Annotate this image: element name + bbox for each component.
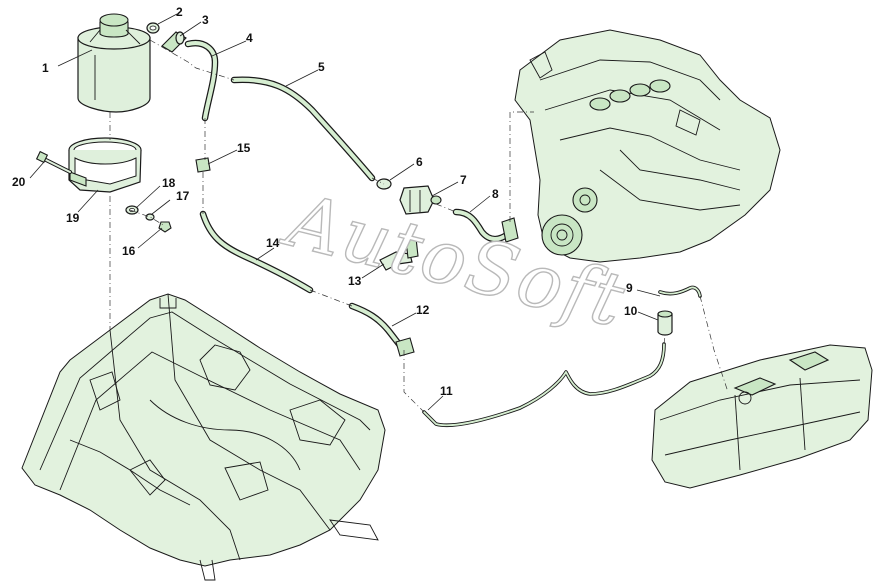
callout-14: 14 <box>266 236 280 250</box>
front-body-frame <box>21 293 386 581</box>
connector-part-15 <box>195 157 211 173</box>
hose-part-4 <box>184 39 219 122</box>
hose-part-14 <box>199 210 314 294</box>
callout-16: 16 <box>122 244 136 258</box>
callout-9: 9 <box>626 281 633 295</box>
callout-labels: 1 2 3 4 5 6 7 8 9 10 11 12 13 14 15 16 1… <box>12 5 638 398</box>
engine-assembly <box>514 29 781 263</box>
hose-part-5 <box>230 76 376 182</box>
valve-part-7 <box>399 185 442 215</box>
callout-18: 18 <box>162 176 176 190</box>
callout-2: 2 <box>176 5 183 19</box>
callout-8: 8 <box>492 187 499 201</box>
bracket-part-13 <box>379 237 419 271</box>
callout-13: 13 <box>348 274 362 288</box>
callout-leaders <box>29 13 661 411</box>
assembly-centerlines <box>109 39 729 413</box>
hose-part-12 <box>348 302 415 357</box>
bolt-part-20 <box>35 150 72 174</box>
canister-part-1 <box>77 13 151 113</box>
callout-3: 3 <box>202 13 209 27</box>
callout-4: 4 <box>246 31 253 45</box>
pipe-part-11 <box>422 342 666 428</box>
fitting-parts-2-3 <box>146 22 187 53</box>
callout-7: 7 <box>460 173 467 187</box>
callout-12: 12 <box>416 303 430 317</box>
callout-11: 11 <box>440 384 453 398</box>
callout-19: 19 <box>66 211 80 225</box>
clamp-part-19 <box>68 137 142 193</box>
callout-10: 10 <box>624 304 638 318</box>
callout-5: 5 <box>318 60 325 74</box>
fasteners-parts-16-18 <box>125 205 172 233</box>
hose-part-8 <box>452 208 519 243</box>
filter-part-10 <box>657 310 673 336</box>
callout-6: 6 <box>416 155 423 169</box>
callout-15: 15 <box>237 141 251 155</box>
fuel-tank <box>651 344 873 489</box>
callout-20: 20 <box>12 175 26 189</box>
callout-17: 17 <box>176 189 190 203</box>
callout-1: 1 <box>42 61 49 75</box>
pipe-part-9 <box>658 285 702 298</box>
